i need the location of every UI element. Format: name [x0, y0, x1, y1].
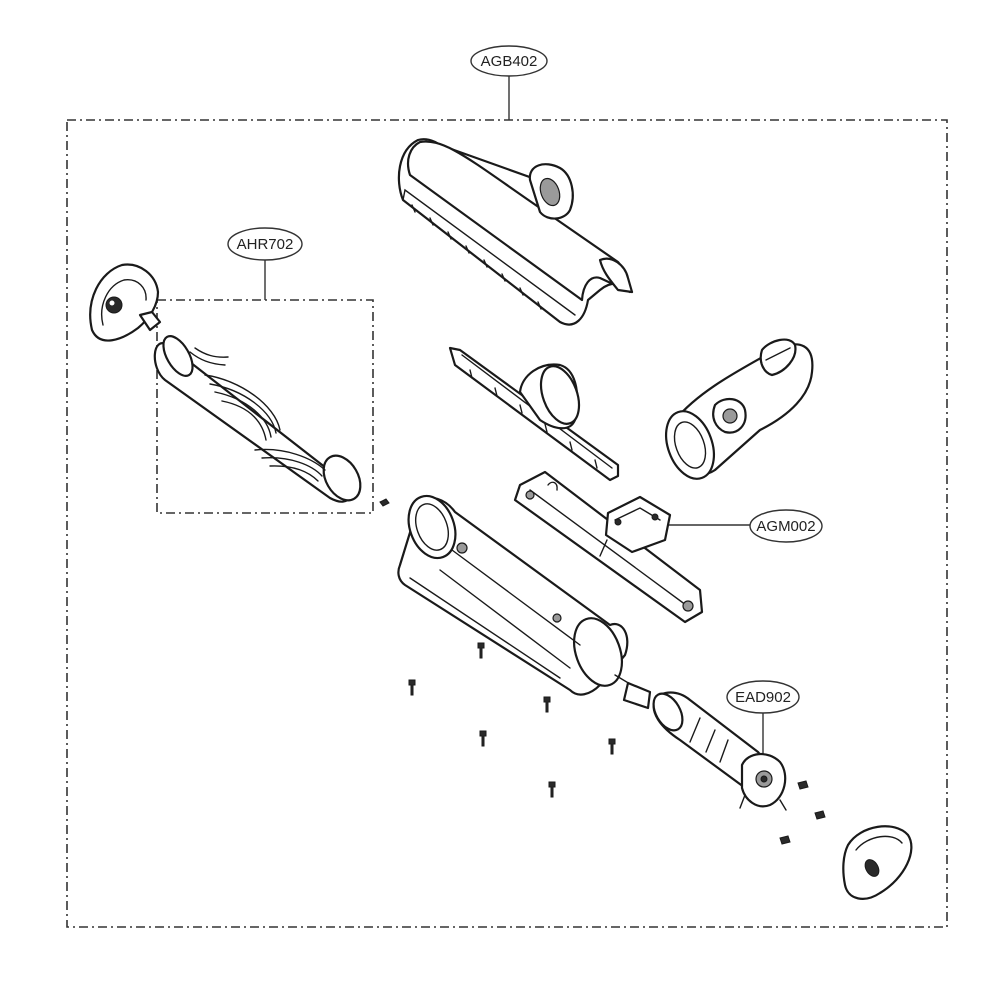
right-end-cap-part — [842, 825, 913, 900]
roller-housing-part — [397, 494, 629, 696]
callout-agb402[interactable]: AGB402 — [470, 45, 548, 120]
callout-agm002[interactable]: AGM002 — [665, 509, 823, 543]
brush-roller-part — [153, 335, 362, 503]
screw-group — [379, 498, 826, 845]
callout-agm002-label: AGM002 — [756, 518, 815, 535]
top-cover-part — [397, 138, 634, 326]
lower-chassis-agm002-part — [513, 470, 704, 624]
callout-ahr702[interactable]: AHR702 — [227, 227, 303, 300]
left-end-cap-part — [89, 263, 162, 342]
agb402-assembly-boundary — [66, 119, 948, 928]
callout-ahr702-label: AHR702 — [237, 236, 294, 253]
neck-joint-part — [665, 338, 814, 480]
callout-agb402-label: AGB402 — [481, 53, 538, 70]
motor-ead902-part — [614, 674, 787, 811]
callout-ead902[interactable]: EAD902 — [726, 680, 800, 760]
air-duct-rail-part — [448, 346, 620, 482]
callout-ead902-label: EAD902 — [735, 689, 791, 706]
